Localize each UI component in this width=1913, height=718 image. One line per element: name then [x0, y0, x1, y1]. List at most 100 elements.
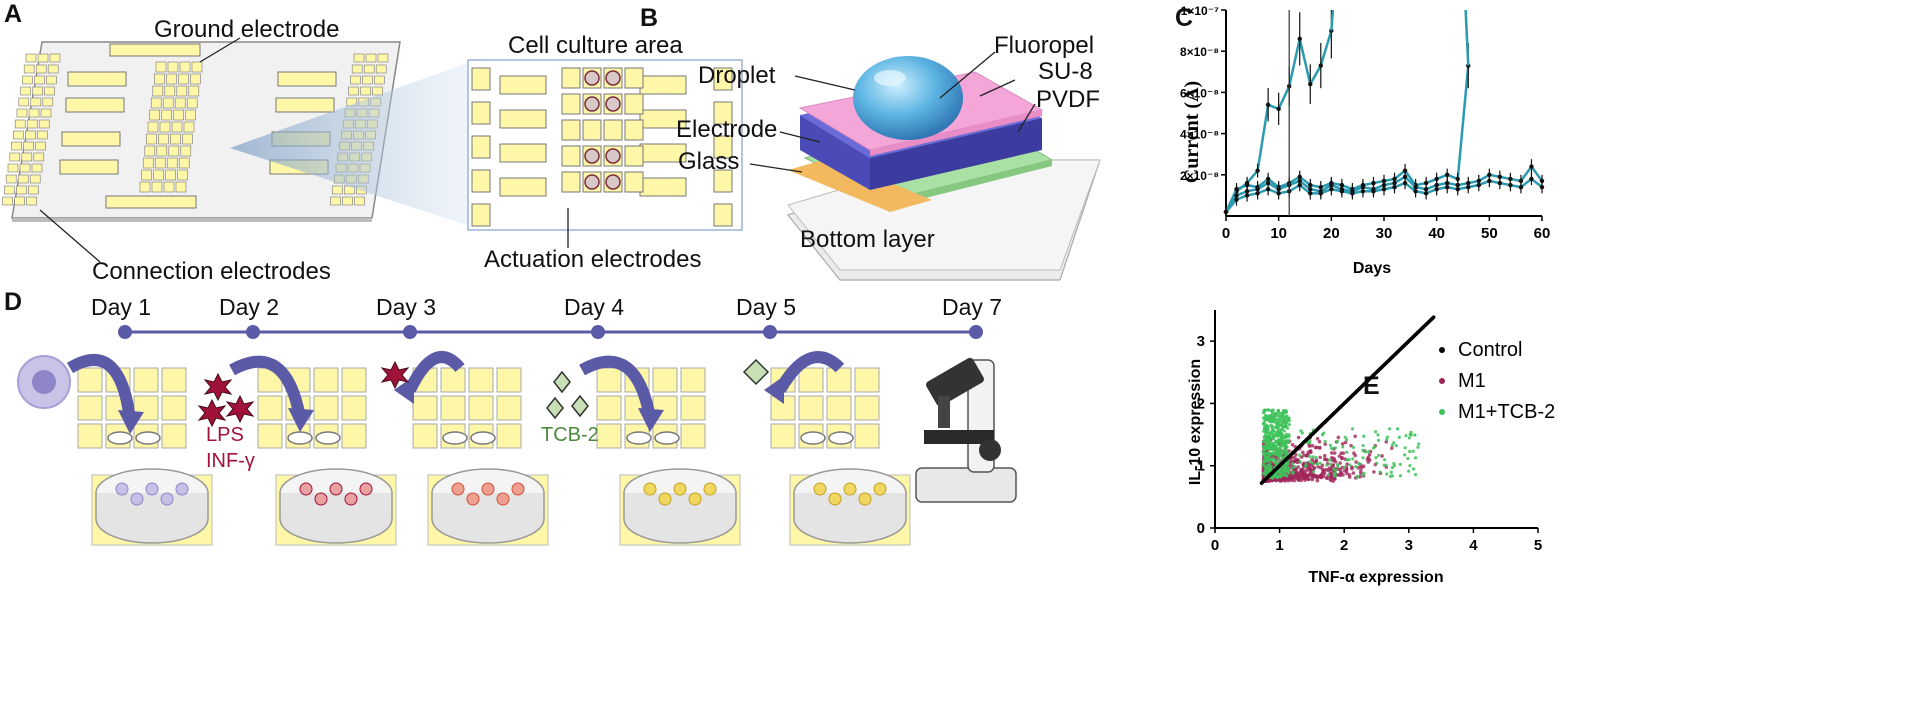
electrode-pad [412, 395, 438, 421]
tcb-point [1264, 423, 1269, 427]
electrode-pad [652, 395, 678, 421]
tcb-point [1361, 448, 1365, 452]
y-tick-label: 4×10⁻⁸ [1180, 128, 1219, 142]
grid-pad [170, 133, 181, 145]
droplet-well [315, 431, 341, 445]
m1-point [1349, 443, 1353, 448]
tcb-point [1413, 456, 1418, 460]
connection-pad [13, 130, 24, 140]
grid-pad [149, 109, 160, 121]
data-point [1508, 182, 1513, 188]
m1-point [1315, 478, 1320, 483]
x-tick-label: 30 [1376, 225, 1393, 242]
m1-point [1323, 442, 1328, 446]
tcb-point [1293, 465, 1297, 469]
droplet-well [287, 431, 313, 445]
grid-pad [164, 85, 176, 97]
y-tick-label: 0 [1197, 520, 1205, 537]
data-point [1234, 197, 1239, 202]
tcb-point [1277, 438, 1282, 442]
arrow-head [638, 408, 664, 432]
tcb-point [1285, 445, 1289, 449]
inset-pad [713, 203, 733, 227]
grid-pad [176, 85, 188, 97]
legend-label: Control [1458, 339, 1522, 361]
day-label: Day 1 [91, 294, 152, 320]
transfer-arrow [774, 351, 845, 394]
connection-pad [19, 163, 31, 173]
droplet [853, 56, 963, 140]
m1-point [1307, 465, 1312, 470]
electrode-pad [854, 423, 880, 449]
grid-pad [190, 73, 201, 85]
legend-label: M1 [1458, 370, 1486, 392]
connection-pad [350, 75, 361, 85]
x-tick-label: 3 [1405, 537, 1413, 554]
tcb-point [1267, 437, 1271, 442]
tcb-point [1283, 467, 1287, 471]
inset-pad [471, 101, 491, 125]
dish-cell [115, 482, 129, 496]
data-point [1529, 164, 1534, 169]
transfer-arrow [229, 355, 306, 420]
lps-stars [197, 360, 410, 428]
data-point [1413, 189, 1418, 194]
tcb-point [1290, 466, 1294, 470]
electrode-pad [680, 423, 706, 449]
droplet-well [800, 431, 826, 445]
data-point [1539, 184, 1545, 190]
tcb-point [1325, 463, 1329, 467]
x-tick-label: 40 [1428, 225, 1445, 242]
data-point [1255, 191, 1260, 196]
tcb-diamonds [546, 358, 770, 420]
cell-cluster [584, 70, 600, 86]
dish-cell [643, 482, 657, 496]
tcb-point [1273, 425, 1277, 429]
connection-pad [32, 86, 43, 96]
tcb-point [1414, 473, 1418, 477]
tcb-point [1311, 455, 1315, 459]
label-connection-electrodes: Connection electrodes [92, 258, 331, 285]
tcb-point [1282, 464, 1286, 469]
connection-pad [4, 185, 15, 195]
tcb-point [1280, 451, 1285, 455]
grid-pad [162, 97, 174, 109]
tcb-point [1403, 446, 1407, 450]
droplet-well [828, 431, 854, 445]
transfer-arrow [66, 354, 136, 421]
m1-point [1310, 443, 1315, 448]
m1-point [1325, 476, 1330, 481]
grid-pad [153, 169, 164, 181]
grid-pad [182, 133, 193, 145]
grid-pad [155, 61, 167, 73]
tcb-point [1341, 445, 1345, 449]
electrode-pad [770, 423, 796, 449]
tcb-point [1286, 466, 1291, 470]
inset-grid-pad [624, 145, 644, 167]
label-pvdf: PVDF [1036, 86, 1101, 113]
tcb-point [1263, 447, 1267, 451]
arrow-head [394, 376, 414, 404]
m1-point [1316, 465, 1320, 469]
tcb-point [1261, 472, 1266, 476]
electrode-pad [341, 423, 367, 449]
connection-pad [351, 64, 363, 74]
timeline-illustration [17, 325, 1017, 546]
m1-point [1358, 474, 1362, 479]
grid-pad [188, 85, 200, 97]
m1-point [1307, 444, 1312, 448]
m1-point [1390, 446, 1394, 450]
tcb-point [1286, 417, 1290, 421]
legend-marker [1439, 409, 1445, 415]
tcb-point [1275, 449, 1279, 453]
data-point [1434, 187, 1439, 192]
tcb-point [1262, 450, 1266, 454]
electrode-pad [133, 367, 159, 393]
connection-pad [374, 75, 385, 85]
x-tick-label: 5 [1534, 537, 1542, 554]
connection-pad [29, 174, 41, 184]
m1-point [1296, 435, 1301, 440]
tcb-point [1291, 471, 1295, 475]
droplet-well [654, 431, 680, 445]
electrode-pad [826, 395, 852, 421]
